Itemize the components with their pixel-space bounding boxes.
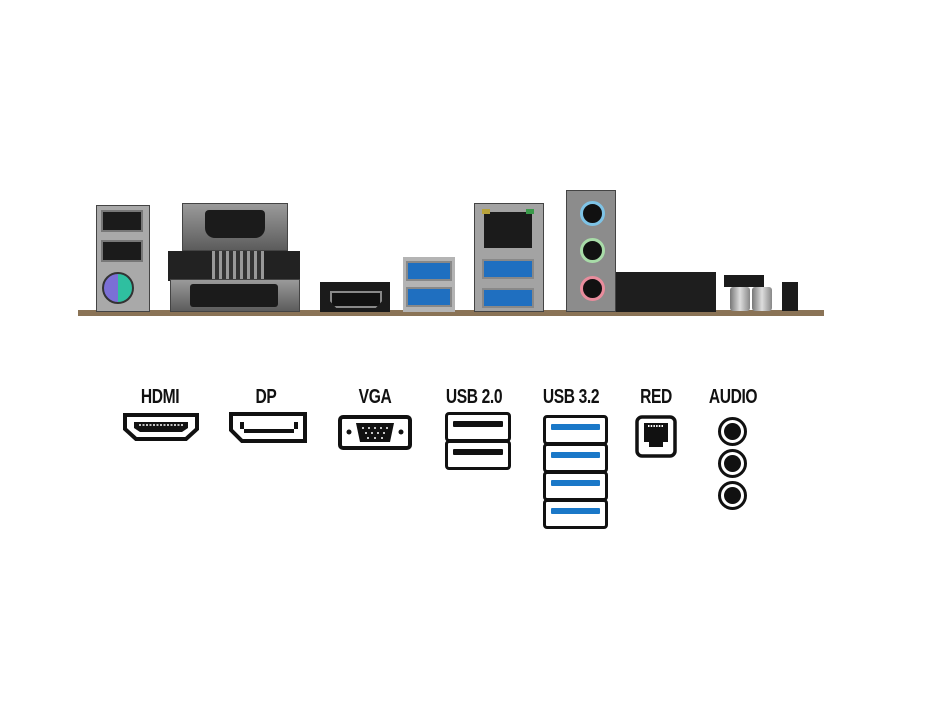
usb3-port (406, 261, 452, 281)
dvi-connector (190, 284, 278, 307)
label-vga: VGA (358, 386, 392, 408)
lan-led-yellow (482, 209, 490, 214)
usb3-port (482, 288, 534, 308)
hdmi-icon (123, 413, 199, 441)
capacitor (730, 287, 750, 311)
audio-jack-icon (718, 417, 747, 446)
audio-jack-mic (580, 276, 605, 301)
usb3-port (482, 259, 534, 279)
label-audio: AUDIO (708, 386, 758, 408)
usb2-icon (445, 440, 511, 470)
usb2-port (101, 210, 143, 232)
audio-jack-line-out (580, 238, 605, 263)
hdmi-port (330, 291, 382, 308)
label-dp: DP (255, 386, 277, 408)
usb3-icon (543, 443, 608, 473)
usb2-port (101, 240, 143, 262)
header-pins (782, 282, 798, 311)
audio-jack-icon (718, 449, 747, 478)
audio-jack-line-in (580, 201, 605, 226)
component-block (724, 275, 764, 287)
label-hdmi: HDMI (140, 386, 180, 408)
usb3-icon (543, 415, 608, 445)
rj45-port (484, 212, 532, 248)
audio-jack-icon (718, 481, 747, 510)
usb2-icon (445, 412, 511, 442)
label-usb2: USB 2.0 (445, 386, 503, 408)
ps2-port (102, 272, 134, 304)
ethernet-icon (635, 415, 677, 458)
vga-icon (338, 415, 412, 450)
label-usb3: USB 3.2 (542, 386, 600, 408)
displayport-icon (229, 412, 307, 443)
vga-connector (205, 210, 265, 238)
lan-led-green (526, 209, 534, 214)
usb3-icon (543, 471, 608, 501)
pcb-edge (78, 310, 824, 316)
heatsink (616, 272, 716, 312)
usb3-icon (543, 499, 608, 529)
vga-pins (212, 251, 264, 281)
usb3-port (406, 287, 452, 307)
capacitor (752, 287, 772, 311)
label-red: RED (640, 386, 672, 408)
